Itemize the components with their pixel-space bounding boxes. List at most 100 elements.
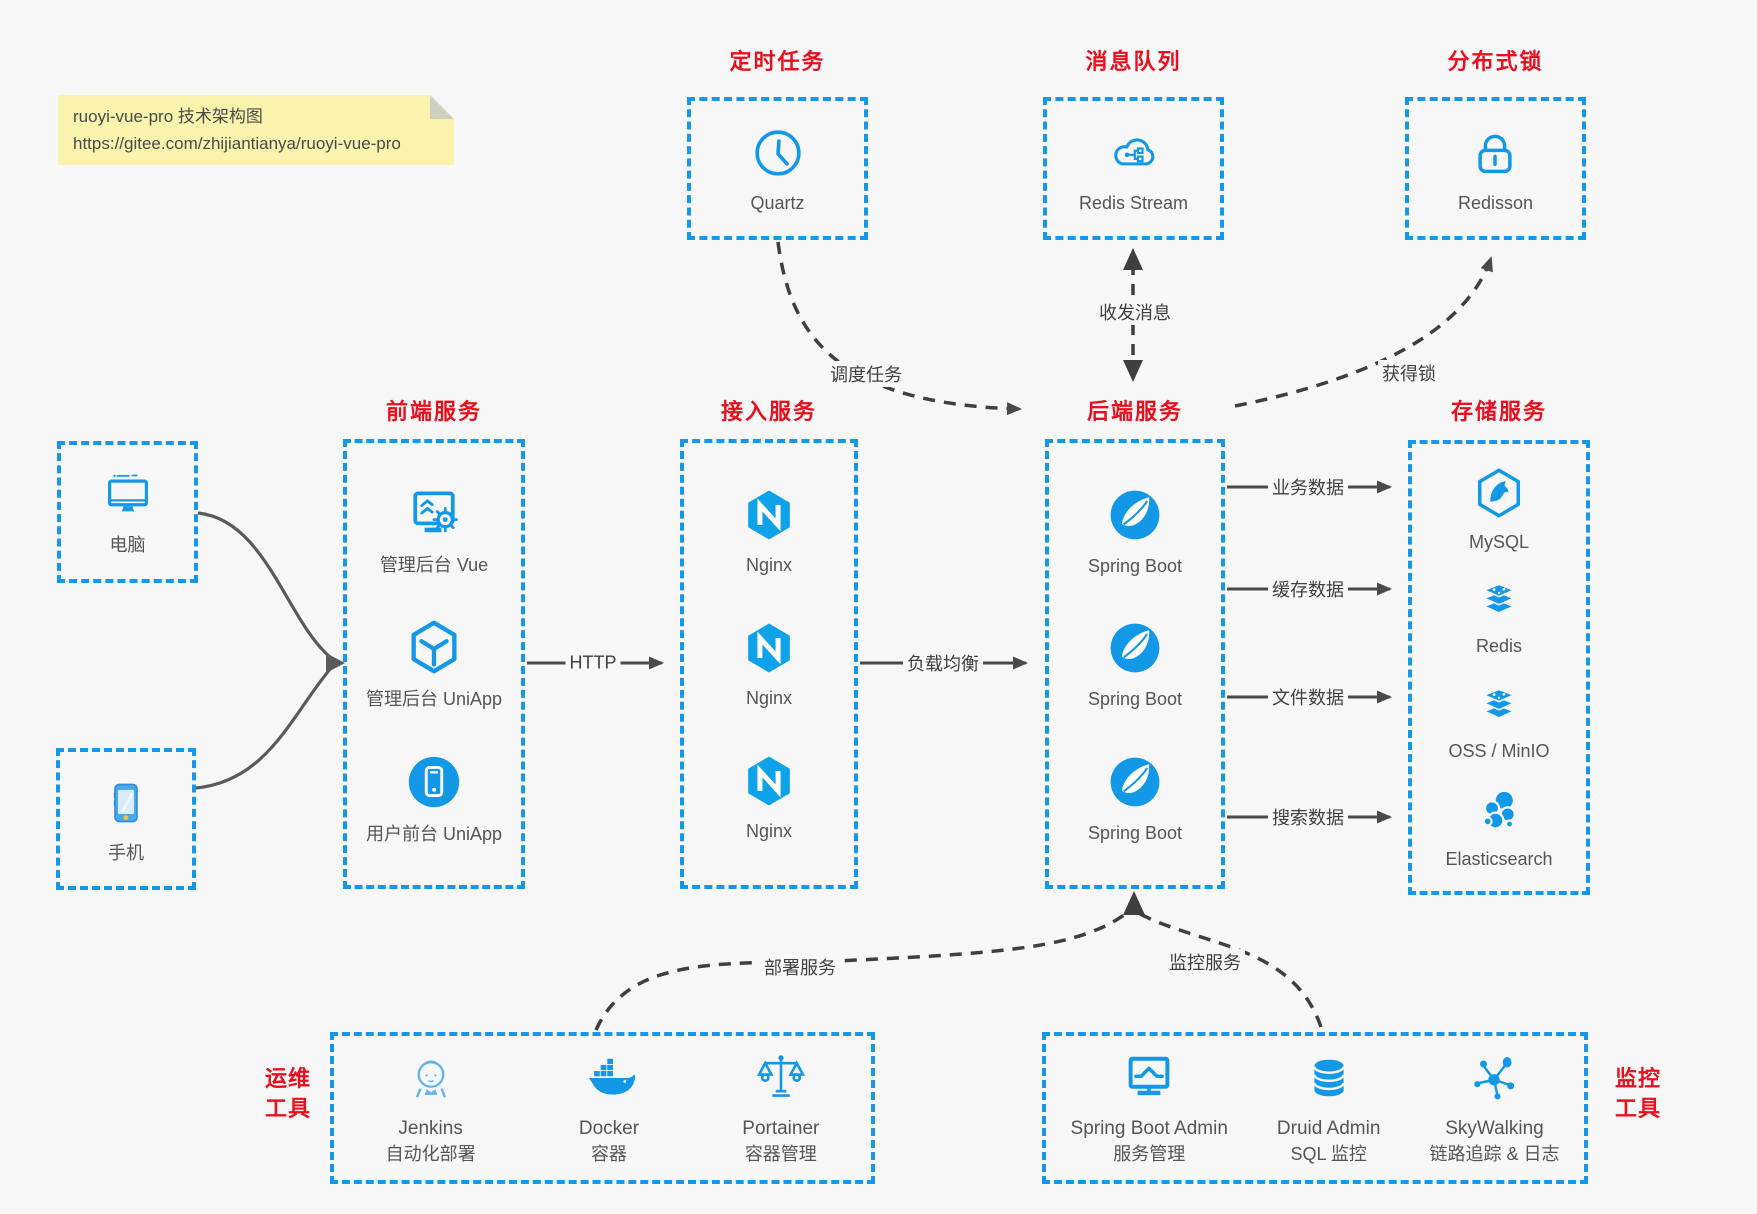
computer-item: 电脑 [98,468,158,556]
docker-item: Docker 容器 [579,1050,639,1166]
edge-label-deploy-service: 部署服务 [760,954,840,980]
phone-label: 手机 [108,843,144,863]
nginx-label: Nginx [745,555,793,575]
docker-desc: 容器 [590,1144,627,1164]
elasticsearch-icon [1471,782,1527,843]
ops-title-line2: 工具 [264,1096,311,1121]
docker-icon [579,1050,639,1111]
ops-title-line1: 运维 [264,1066,311,1091]
elasticsearch-item: Elasticsearch [1445,782,1553,870]
note-url: https://gitee.com/zhijiantianya/ruoyi-vu… [73,134,401,153]
spring-boot-icon [1105,618,1165,683]
storage-stack-icon [1471,678,1527,735]
redis-item: Redis [1471,573,1527,657]
portainer-desc: 容器管理 [744,1144,817,1164]
box-backend: Spring Boot Spring Boot Spring Boot [1045,439,1225,889]
spring-boot-icon [1105,485,1165,550]
admin-vue-item: 管理后台 Vue [380,484,488,576]
edge-label-load-balance: 负载均衡 [903,650,983,676]
box-ops-tools: Jenkins 自动化部署 Docker 容器 [330,1032,875,1184]
skywalking-label: SkyWalking [1445,1118,1544,1139]
redis-stream-item: Redis Stream [1079,124,1188,214]
quartz-label: Quartz [750,192,805,213]
database-icon [1303,1050,1355,1111]
box-distributed-lock: Redisson [1405,97,1586,240]
skywalking-desc: 链路追踪 & 日志 [1429,1144,1560,1164]
nginx-icon [740,752,798,815]
oss-minio-label: OSS / MinIO [1448,740,1550,761]
group-title-gateway: 接入服务 [720,399,817,424]
portainer-label: Portainer [742,1118,820,1139]
spring-boot-item: Spring Boot [1088,752,1182,844]
portainer-item: Portainer 容器管理 [742,1050,819,1166]
spring-boot-admin-desc: 服务管理 [1113,1144,1186,1164]
redisson-label: Redisson [1457,192,1534,213]
edge-label-search-data: 搜索数据 [1268,804,1348,830]
box-computer: 电脑 [57,441,198,583]
redisson-item: Redisson [1458,124,1533,214]
jenkins-item: Jenkins 自动化部署 [386,1050,476,1166]
jenkins-desc: 自动化部署 [385,1144,476,1164]
spring-boot-item: Spring Boot [1088,485,1182,577]
desktop-icon [98,468,158,529]
box-frontend: 管理后台 Vue 管理后台 UniApp 用户前台 UniApp [343,439,525,889]
group-title-backend: 后端服务 [1086,399,1183,424]
clock-icon [749,124,807,187]
spring-boot-icon [1105,752,1165,817]
edge-label-send-receive-message: 收发消息 [1095,299,1175,325]
elasticsearch-label: Elasticsearch [1445,849,1553,870]
sticky-note: ruoyi-vue-pro 技术架构图 https://gitee.com/zh… [58,95,454,165]
box-phone: 手机 [56,748,196,890]
oss-minio-item: OSS / MinIO [1448,678,1550,762]
phone-icon [99,774,153,837]
portainer-scales-icon [753,1050,809,1111]
spring-boot-admin-item: Spring Boot Admin 服务管理 [1071,1050,1228,1166]
redis-stream-label: Redis Stream [1078,192,1189,213]
nginx-label: Nginx [745,821,793,841]
box-scheduled-task: Quartz [687,97,868,240]
cloud-share-icon [1101,124,1165,187]
mysql-label: MySQL [1468,531,1529,552]
docker-label: Docker [578,1118,640,1139]
spring-boot-label: Spring Boot [1087,822,1183,843]
note-title: ruoyi-vue-pro 技术架构图 [73,107,263,126]
box-gateway: Nginx Nginx Nginx [680,439,858,889]
edge-label-schedule-task: 调度任务 [826,361,906,387]
nginx-icon [740,619,798,682]
monitor-title-line1: 监控 [1614,1066,1661,1091]
druid-admin-desc: SQL 监控 [1290,1144,1367,1164]
box-monitor-tools: Spring Boot Admin 服务管理 Druid Admin SQ [1042,1032,1588,1184]
group-title-scheduled: 定时任务 [729,49,826,74]
redis-stack-icon [1471,573,1527,630]
druid-admin-label: Druid Admin [1276,1118,1381,1139]
network-nodes-icon [1466,1050,1522,1111]
nginx-item: Nginx [740,619,798,709]
quartz-item: Quartz [749,124,807,214]
edge-label-business-data: 业务数据 [1268,474,1348,500]
uniapp-cube-icon [403,616,465,683]
spring-boot-label: Spring Boot [1087,555,1183,576]
admin-console-gear-icon [403,484,465,549]
admin-uniapp-label: 管理后台 UniApp [365,689,503,709]
group-title-ops: 运维 工具 [250,1064,326,1124]
jenkins-label: Jenkins [398,1118,463,1139]
jenkins-icon [403,1050,459,1111]
group-title-lock: 分布式锁 [1447,49,1544,74]
mobile-app-circle-icon [403,751,465,818]
mysql-icon [1471,465,1527,526]
monitor-chart-icon [1120,1050,1178,1111]
spring-boot-admin-label: Spring Boot Admin [1070,1118,1228,1139]
nginx-item: Nginx [740,486,798,576]
nginx-item: Nginx [740,752,798,842]
mysql-item: MySQL [1469,465,1529,553]
admin-vue-label: 管理后台 Vue [379,554,489,575]
group-title-storage: 存储服务 [1450,399,1547,424]
admin-uniapp-item: 管理后台 UniApp [366,616,502,710]
note-fold-corner [430,95,454,119]
nginx-label: Nginx [745,688,793,708]
edge-label-file-data: 文件数据 [1268,684,1348,710]
phone-item: 手机 [99,774,153,864]
spring-boot-item: Spring Boot [1088,618,1182,710]
group-title-mq: 消息队列 [1085,49,1182,74]
group-title-frontend: 前端服务 [385,399,482,424]
